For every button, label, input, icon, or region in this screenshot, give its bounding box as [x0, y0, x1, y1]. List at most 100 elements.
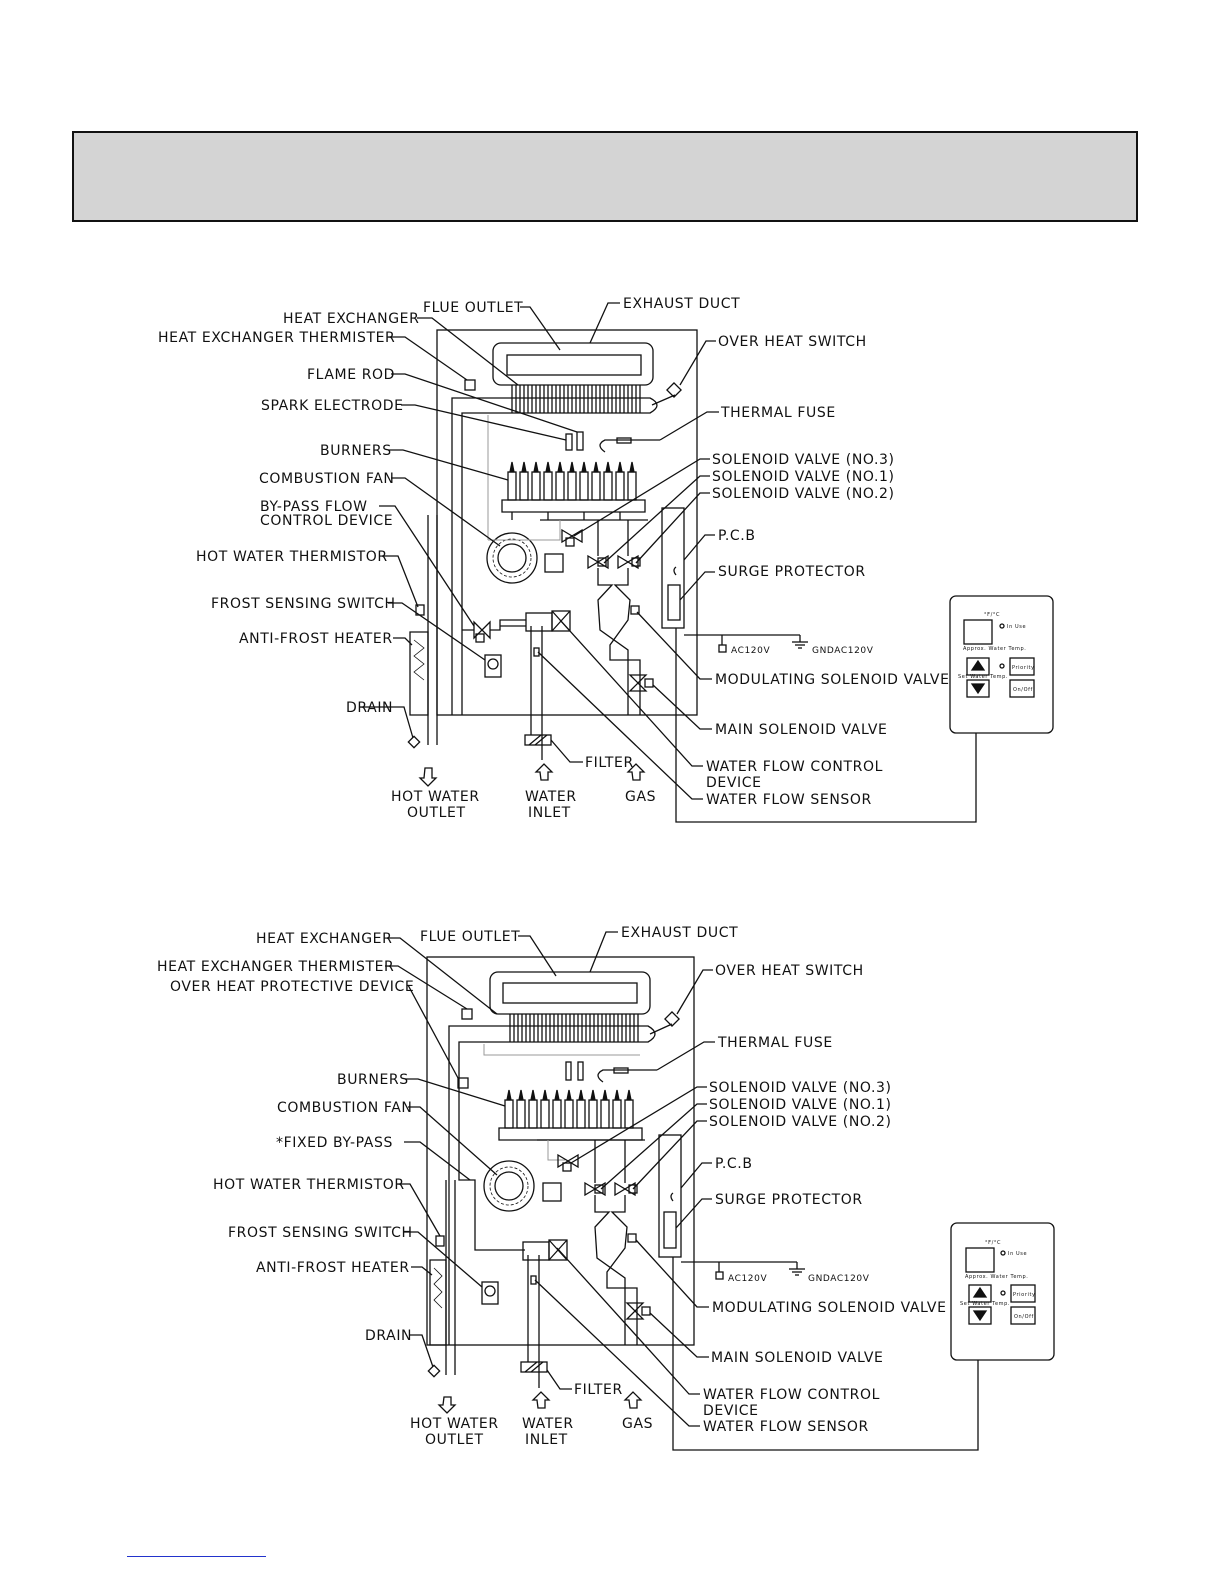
drain-valve [427, 1364, 441, 1378]
label-over-heat-device: OVER HEAT PROTECTIVE DEVICE [170, 979, 414, 995]
label-main-valve: MAIN SOLENOID VALVE [711, 1350, 883, 1366]
label-filter: FILTER [585, 755, 634, 771]
label-anti-frost: ANTI-FROST HEATER [239, 631, 393, 647]
label-thermal-fuse: THERMAL FUSE [720, 405, 836, 421]
filter [524, 734, 552, 746]
temp-up-button[interactable] [966, 657, 990, 676]
label-over-heat-switch: OVER HEAT SWITCH [715, 963, 864, 979]
label-hot-water-1: HOT WATER [391, 789, 480, 805]
main-solenoid-valve [628, 674, 648, 692]
modulating-valve [630, 605, 640, 615]
hx-thermister [461, 1008, 473, 1020]
main-solenoid-valve [625, 1302, 645, 1320]
label-solenoid-2: SOLENOID VALVE (NO.2) [709, 1114, 892, 1130]
over-heat-device [457, 1077, 469, 1089]
label-hx-thermister: HEAT EXCHANGER THERMISTER [157, 959, 394, 975]
label-modulating-valve: MODULATING SOLENOID VALVE [712, 1300, 947, 1316]
header-banner [72, 131, 1138, 222]
remote-controller-2[interactable]: °F/°C In Use Priority On/Off Approx. Wat… [950, 1222, 1055, 1361]
over-heat-switch [666, 382, 682, 398]
label-solenoid-3: SOLENOID VALVE (NO.3) [712, 452, 895, 468]
label-burners: BURNERS [337, 1072, 409, 1088]
label-gndac120v: GNDAC120V [812, 646, 874, 656]
label-main-valve: MAIN SOLENOID VALVE [715, 722, 887, 738]
anti-frost-heater [429, 1259, 447, 1346]
hx-thermister [464, 379, 476, 391]
label-drain: DRAIN [365, 1328, 412, 1344]
remote-priority: Priority [1012, 665, 1035, 671]
label-frost-sensing: FROST SENSING SWITCH [228, 1225, 413, 1241]
label-hot-water-thermistor: HOT WATER THERMISTOR [213, 1177, 405, 1193]
label-drain: DRAIN [346, 700, 393, 716]
label-flow-control-1: WATER FLOW CONTROL [703, 1387, 880, 1403]
on-off-button[interactable] [1010, 1306, 1036, 1325]
label-gas: GAS [625, 789, 656, 805]
water-inlet-pipe [530, 626, 543, 760]
gas-inlet-arrow [626, 763, 646, 781]
footer-link-underline[interactable] [127, 1556, 266, 1557]
ac-plug [718, 644, 727, 653]
priority-button[interactable] [1009, 657, 1035, 676]
label-ac120v: AC120V [728, 1274, 767, 1284]
surge-protector [663, 1211, 677, 1249]
flue-slot [502, 982, 638, 1004]
solenoid-valve-1 [587, 554, 609, 570]
label-flow-control-2: DEVICE [706, 775, 762, 791]
remote-in-use: In Use [1007, 624, 1026, 630]
remote-set-temp: Set Water Temp. [960, 1301, 1010, 1307]
temp-down-button[interactable] [968, 1306, 992, 1325]
hot-water-outlet-arrow [437, 1396, 457, 1414]
label-combustion-fan: COMBUSTION FAN [259, 471, 394, 487]
label-flame-rod: FLAME ROD [307, 367, 395, 383]
label-flow-sensor: WATER FLOW SENSOR [703, 1419, 869, 1435]
label-hot-water-1: HOT WATER [410, 1416, 499, 1432]
label-flow-control-1: WATER FLOW CONTROL [706, 759, 883, 775]
diagram-1: °F/°C In Use Priority On/Off Approx. Wat… [158, 296, 1054, 823]
hot-water-pipe [448, 1025, 656, 1345]
label-ac120v: AC120V [731, 646, 770, 656]
water-inlet-arrow [534, 763, 554, 781]
diagram-2: °F/°C In Use Priority On/Off Approx. Wat… [157, 925, 1055, 1451]
frost-sensing-switch [484, 654, 502, 678]
on-off-button[interactable] [1009, 679, 1035, 698]
label-exhaust-duct: EXHAUST DUCT [623, 296, 740, 312]
remote-in-use: In Use [1008, 1251, 1027, 1257]
water-flow-control [525, 612, 553, 632]
label-bypass-2: CONTROL DEVICE [260, 513, 393, 529]
modulating-valve [627, 1233, 637, 1243]
pcb [661, 507, 685, 629]
pcb [658, 1134, 682, 1258]
water-inlet-arrow [531, 1391, 551, 1409]
burner-manifold [501, 499, 646, 513]
over-heat-switch [664, 1011, 680, 1027]
thermal-fuse [613, 1067, 629, 1074]
label-exhaust-duct: EXHAUST DUCT [621, 925, 738, 941]
label-heat-exchanger: HEAT EXCHANGER [256, 931, 392, 947]
frost-sensing-switch [481, 1281, 499, 1305]
cabinet [436, 329, 698, 716]
label-over-heat-switch: OVER HEAT SWITCH [718, 334, 867, 350]
label-spark-electrode: SPARK ELECTRODE [261, 398, 404, 414]
temp-up-button[interactable] [968, 1284, 992, 1303]
surge-protector [667, 584, 681, 621]
label-hot-water-2: OUTLET [425, 1432, 484, 1448]
label-water-2: INLET [525, 1432, 568, 1448]
drain-valve [407, 735, 421, 749]
label-anti-frost: ANTI-FROST HEATER [256, 1260, 410, 1276]
label-solenoid-1: SOLENOID VALVE (NO.1) [712, 469, 895, 485]
combustion-fan [483, 1160, 535, 1212]
label-solenoid-1: SOLENOID VALVE (NO.1) [709, 1097, 892, 1113]
exhaust-hood [489, 971, 651, 1015]
solenoid-valve-3 [561, 528, 574, 544]
label-burners: BURNERS [320, 443, 392, 459]
label-flow-sensor: WATER FLOW SENSOR [706, 792, 872, 808]
temp-down-button[interactable] [966, 679, 990, 698]
label-fixed-bypass: *FIXED BY-PASS [276, 1135, 393, 1151]
remote-controller-1[interactable]: °F/°C In Use Priority On/Off Approx. Wat… [949, 595, 1054, 734]
exhaust-hood [492, 342, 654, 386]
remote-on-off: On/Off [1014, 1314, 1034, 1320]
priority-button[interactable] [1010, 1284, 1036, 1303]
hot-water-outlet-arrow [418, 767, 438, 787]
remote-temp-unit: °F/°C [984, 612, 1000, 618]
label-water-1: WATER [522, 1416, 574, 1432]
